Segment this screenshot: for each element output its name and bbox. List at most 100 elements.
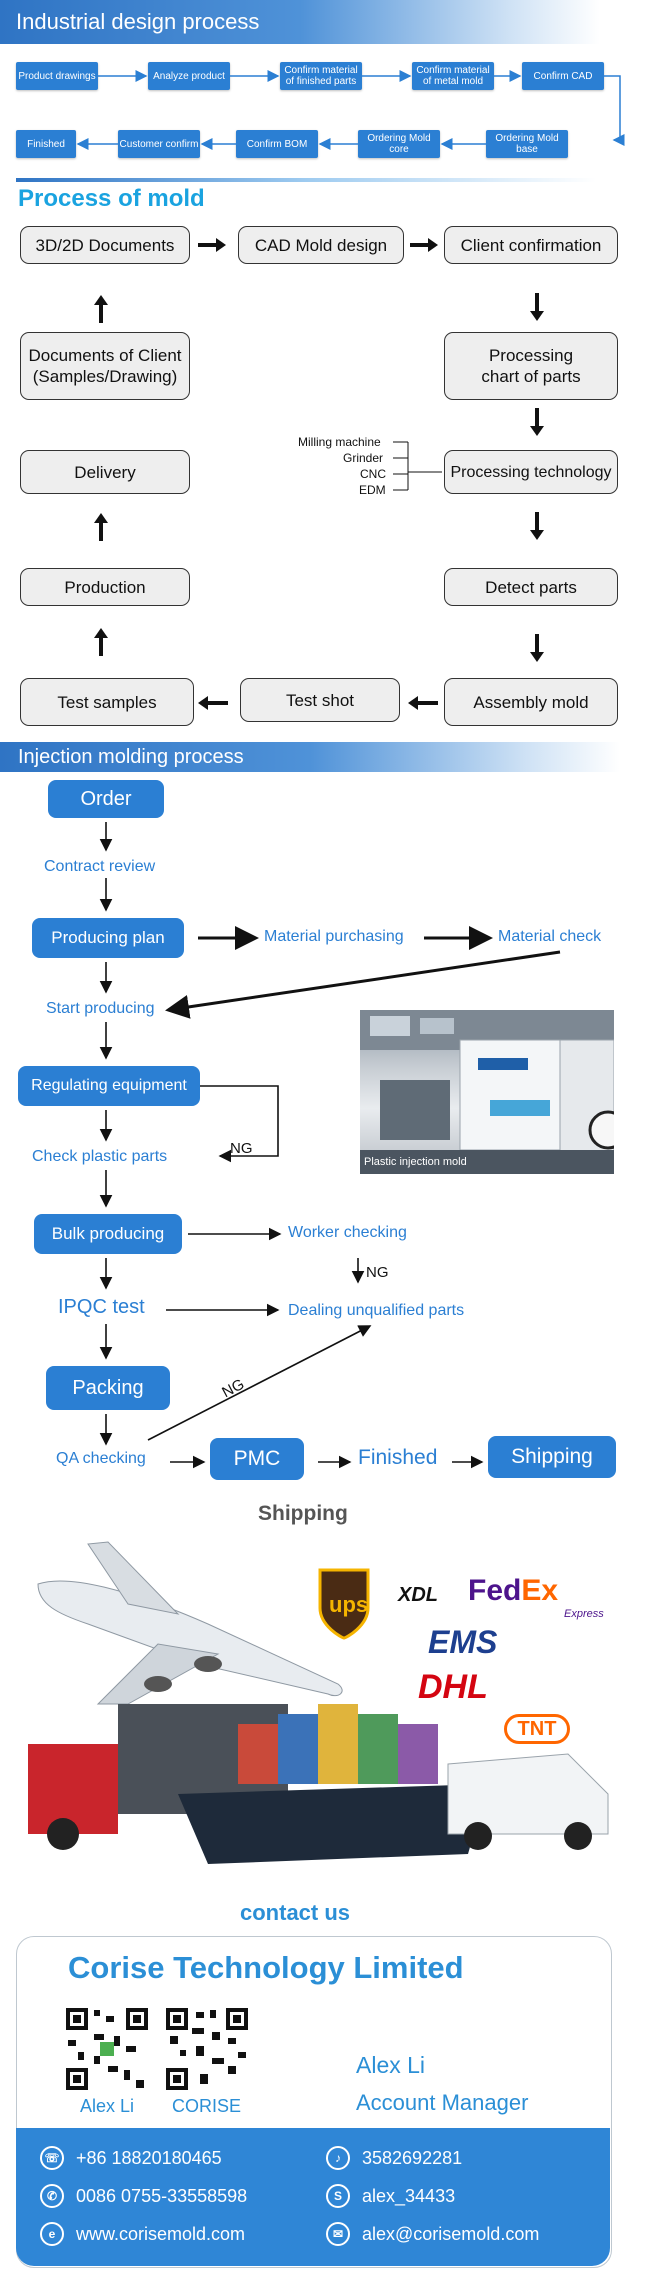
step-pmc: PMC — [210, 1438, 304, 1480]
telephone-icon: ✆ — [40, 2184, 64, 2208]
box-processing-chart: Processing chart of parts — [444, 332, 618, 400]
phone-icon: ☏ — [40, 2146, 64, 2170]
step-bulk-producing: Bulk producing — [34, 1214, 182, 1254]
qr-label-alex: Alex Li — [80, 2096, 135, 2116]
box-documents-of-client: Documents of Client (Samples/Drawing) — [20, 332, 190, 400]
industrial-banner: Industrial design process — [0, 0, 600, 44]
tel-text: 0086 0755-33558598 — [76, 2185, 248, 2206]
ems-logo: EMS — [428, 1624, 498, 1660]
step-ipqc-test: IPQC test — [58, 1296, 145, 1318]
step-dealing-unqualified: Dealing unqualified parts — [288, 1302, 465, 1319]
email-text: alex@corisemold.com — [362, 2223, 540, 2244]
contact-tel[interactable]: ✆ 0086 0755-33558598 — [40, 2184, 247, 2208]
step-contract-review: Contract review — [44, 858, 156, 875]
fedex-express: Express — [564, 1608, 604, 1620]
box-client-confirmation: Client confirmation — [444, 226, 618, 264]
step-product-drawings: Product drawings — [16, 62, 98, 90]
injection-photo: Plastic injection mold — [360, 1010, 614, 1174]
dhl-logo: DHL — [418, 1668, 488, 1706]
tnt-logo: TNT — [504, 1714, 570, 1744]
mold-divider — [16, 178, 596, 182]
step-producing-plan: Producing plan — [32, 918, 184, 958]
step-material-purchasing: Material purchasing — [264, 928, 404, 945]
shipping-art: ups — [8, 1534, 620, 1884]
fedex-logo: FedEx — [468, 1574, 558, 1608]
step-ordering-mold-core: Ordering Mold core — [358, 130, 440, 158]
web-icon: e — [40, 2222, 64, 2246]
box-test-shot: Test shot — [240, 678, 400, 722]
step-regulating-equipment: Regulating equipment — [18, 1066, 200, 1106]
qr-label-corise: CORISE — [172, 2096, 242, 2116]
fedex-ex: Ex — [521, 1574, 559, 1607]
contact-phone[interactable]: ☏ +86 18820180465 — [40, 2146, 222, 2170]
chart-line1: Processing — [488, 346, 574, 365]
step-ordering-mold-base: Ordering Mold base — [486, 130, 568, 158]
machine-grinder: Grinder — [343, 451, 384, 465]
step-start-producing: Start producing — [46, 1000, 155, 1017]
contact-email[interactable]: ✉ alex@corisemold.com — [326, 2222, 539, 2246]
contact-title: contact us — [240, 1900, 351, 1925]
step-qa-checking: QA checking — [56, 1450, 146, 1467]
machine-cnc: CNC — [360, 467, 386, 481]
box-detect-parts: Detect parts — [444, 568, 618, 606]
shipping-title: Shipping — [258, 1502, 348, 1525]
contact-name: Alex Li — [356, 2052, 426, 2078]
photo-caption: Plastic injection mold — [364, 1156, 467, 1168]
qq-text: 3582692281 — [362, 2147, 463, 2168]
step-confirm-bom: Confirm BOM — [236, 130, 318, 158]
web-text: www.corisemold.com — [76, 2223, 246, 2244]
machine-edm: EDM — [359, 483, 386, 497]
step-material-check: Material check — [498, 928, 602, 945]
mold-arrows — [94, 238, 544, 710]
box-test-samples: Test samples — [20, 678, 194, 726]
injection-photo-art — [360, 1010, 614, 1174]
mold-title: Process of mold — [18, 185, 205, 212]
shipping-illustration: ups XDL FedEx Express EMS DHL TNT — [8, 1534, 620, 1884]
qr-code-corise-art — [164, 2006, 250, 2092]
ng-label-2: NG — [366, 1264, 389, 1281]
step-confirm-material-finished: Confirm material of finished parts — [280, 62, 362, 90]
step-analyze-product: Analyze product — [148, 62, 230, 90]
injection-banner: Injection molding process — [0, 742, 620, 772]
ng-label-1: NG — [230, 1140, 253, 1157]
box-delivery: Delivery — [20, 450, 190, 494]
step-packing: Packing — [46, 1366, 170, 1410]
bell-icon: ♪ — [326, 2146, 350, 2170]
contact-qq[interactable]: ♪ 3582692281 — [326, 2146, 462, 2170]
step-finished-injection: Finished — [358, 1446, 438, 1469]
airplane-icon — [37, 1541, 343, 1705]
box-processing-technology: Processing technology — [444, 450, 618, 494]
step-confirm-cad: Confirm CAD — [522, 62, 604, 90]
box-assembly-mold: Assembly mold — [444, 678, 618, 726]
skype-text: alex_34433 — [362, 2185, 456, 2206]
box-production: Production — [20, 568, 190, 606]
industrial-arrows — [76, 70, 625, 150]
cargo-ship — [178, 1784, 488, 1864]
step-shipping: Shipping — [488, 1436, 616, 1478]
qr-code-alex — [64, 2006, 150, 2092]
contact-info-bar — [16, 2128, 610, 2266]
step-worker-checking: Worker checking — [288, 1224, 407, 1241]
box-3d2d-documents: 3D/2D Documents — [20, 226, 190, 264]
mail-icon: ✉ — [326, 2222, 350, 2246]
ups-text: ups — [329, 1592, 368, 1617]
step-finished: Finished — [16, 130, 76, 158]
step-check-plastic-parts: Check plastic parts — [32, 1148, 168, 1165]
qr-code-corise — [164, 2006, 250, 2092]
injection-title: Injection molding process — [18, 746, 244, 768]
xdl-logo: XDL — [398, 1584, 438, 1606]
step-confirm-material-mold: Confirm material of metal mold — [412, 62, 494, 90]
van — [447, 1753, 609, 1835]
fedex-fed: Fed — [468, 1574, 522, 1607]
step-order: Order — [48, 780, 164, 818]
box-cad-mold-design: CAD Mold design — [238, 226, 404, 264]
phone-text: +86 18820180465 — [76, 2147, 222, 2168]
company-name: Corise Technology Limited — [68, 1950, 464, 1985]
contact-web[interactable]: e www.corisemold.com — [40, 2222, 245, 2246]
industrial-title: Industrial design process — [16, 9, 260, 34]
ups-logo — [318, 1568, 370, 1640]
client-docs-line1: Documents of Client — [28, 346, 182, 365]
client-docs-line2: (Samples/Drawing) — [32, 367, 178, 386]
injection-arrows — [99, 822, 561, 1469]
